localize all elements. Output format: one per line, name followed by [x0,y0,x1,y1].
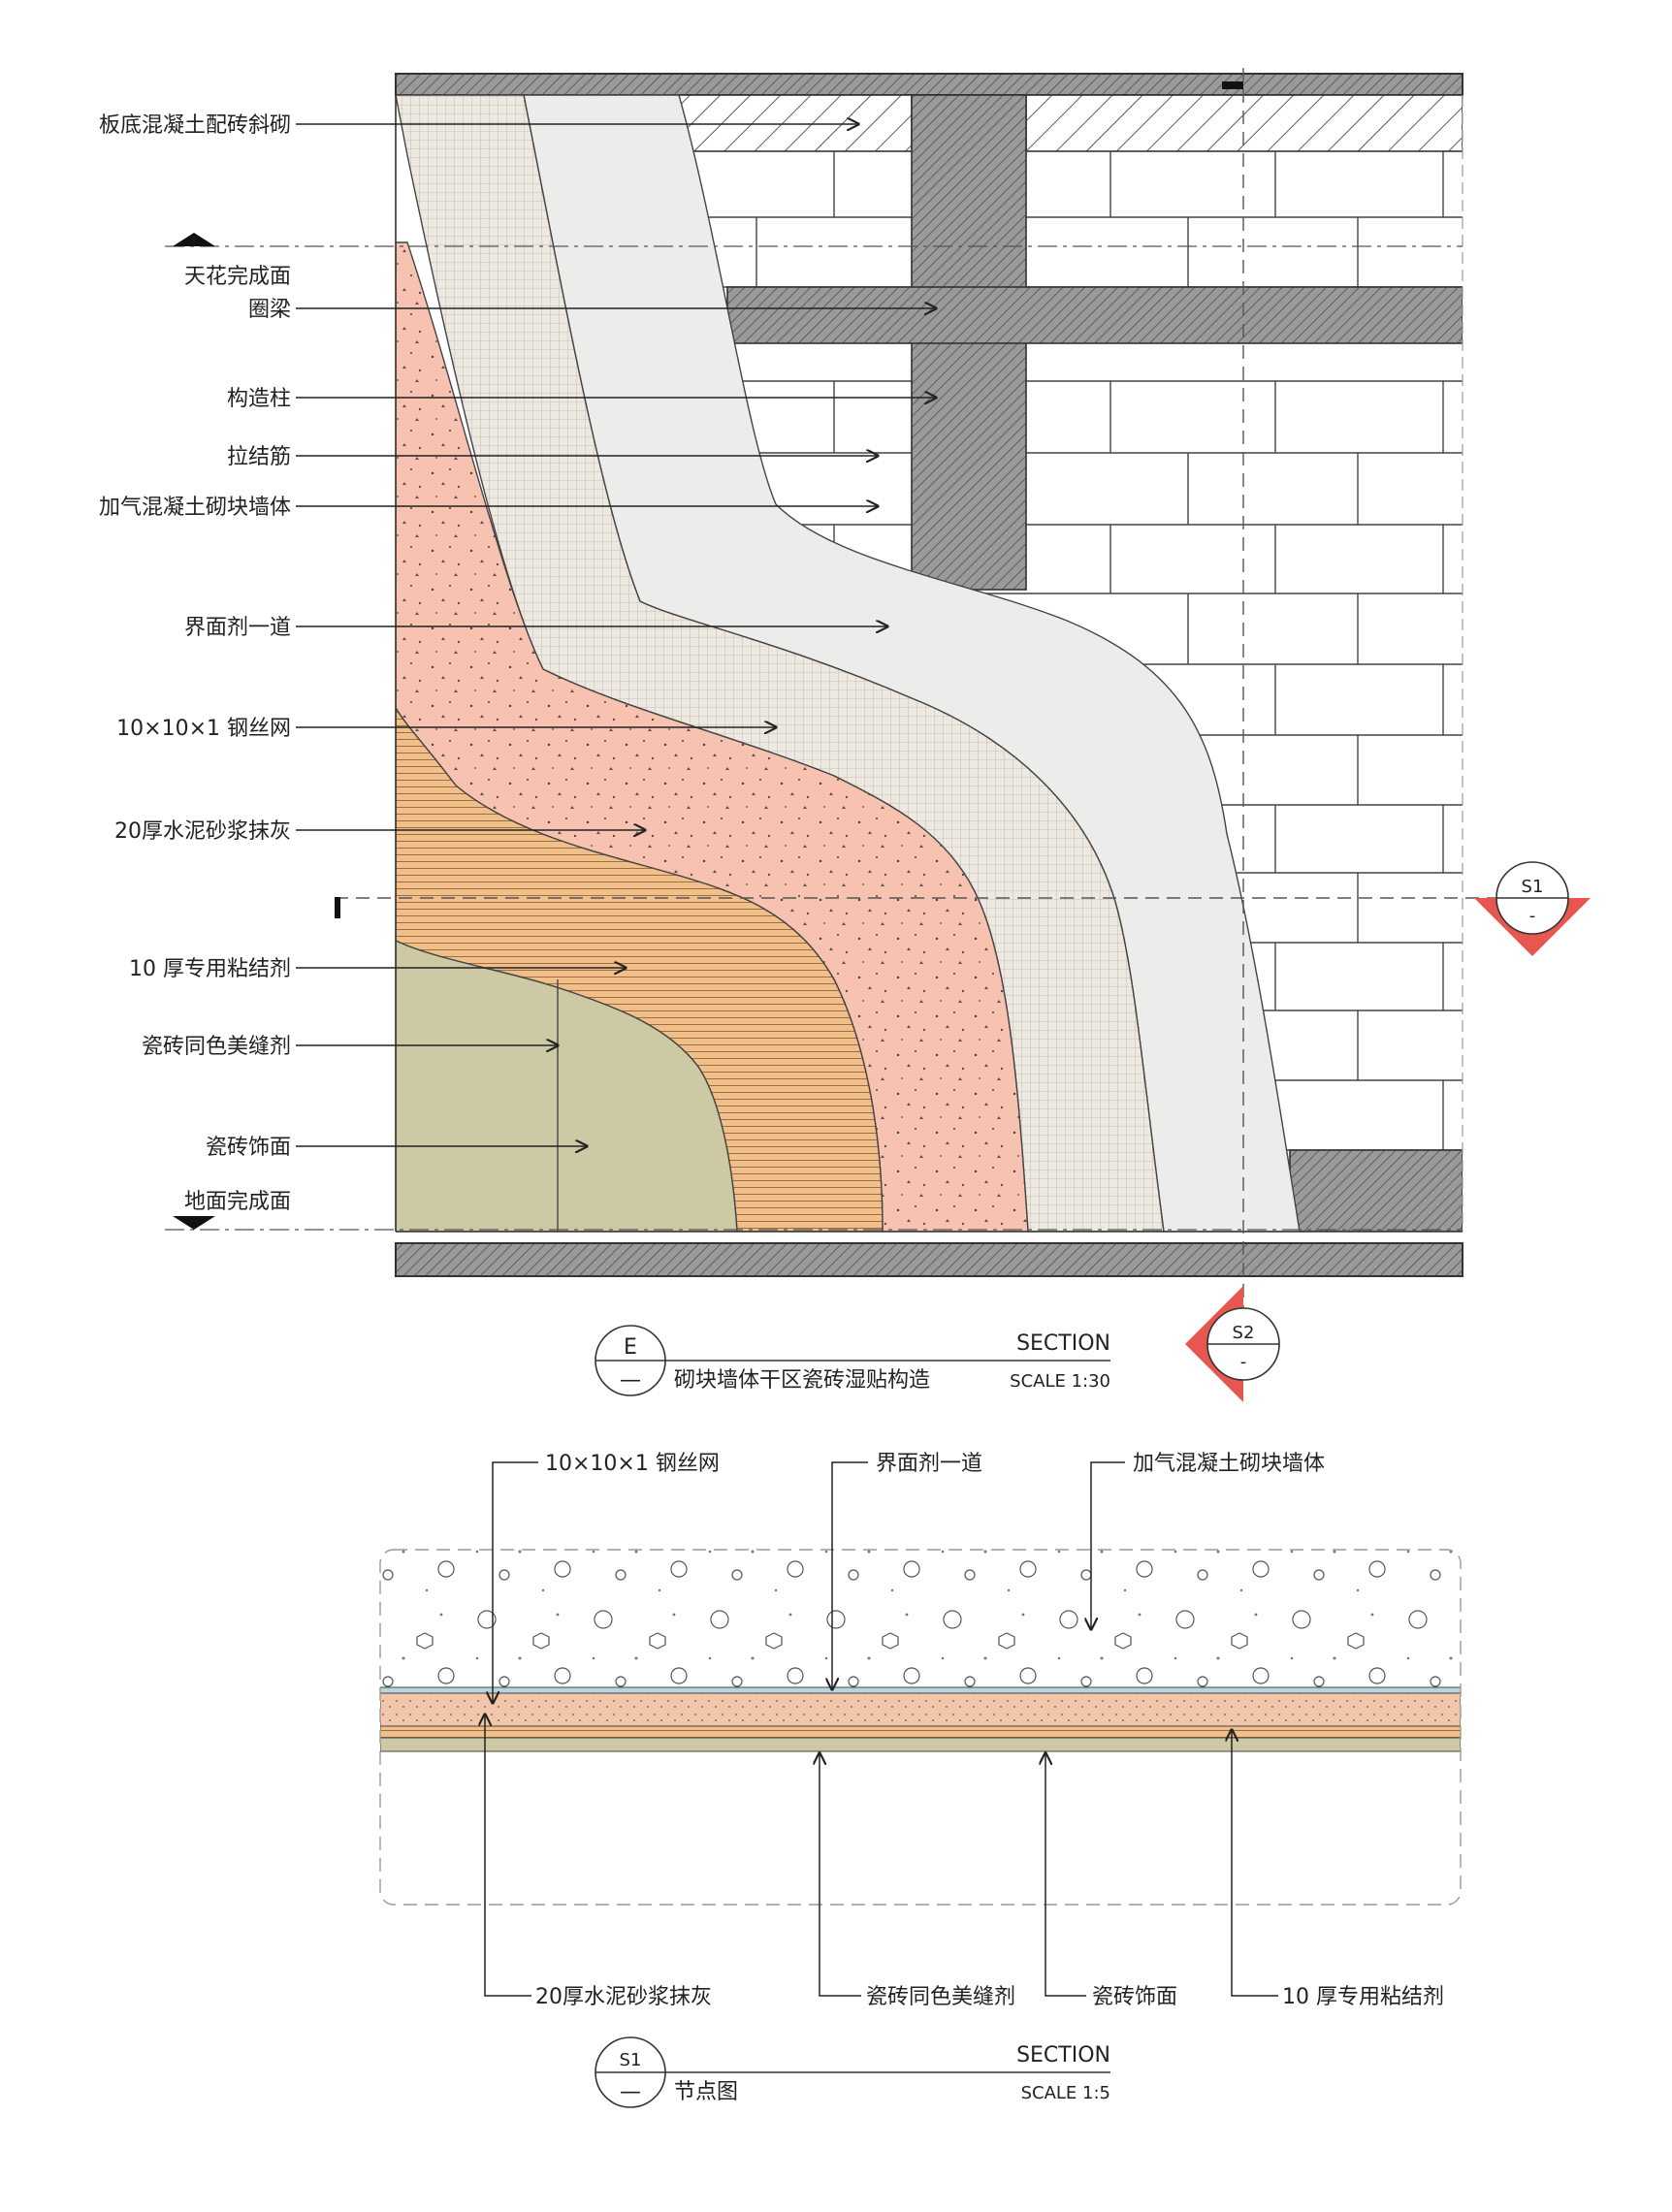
s1-marker-id: S1 [1522,877,1544,897]
title-s1-id: S1 [620,2050,642,2070]
detail-block-wall [380,1550,1461,1687]
section-cut-tick-top [1222,81,1243,89]
label-tie-bar: 拉结筋 [227,445,291,469]
title-e-name: 砌块墙体干区瓷砖湿贴构造 [674,1368,930,1393]
detail-label-steel-mesh: 10×10×1 钢丝网 [545,1452,720,1476]
label-tile: 瓷砖饰面 [206,1136,291,1160]
title-s1-section: SECTION [1016,2043,1110,2068]
detail-tile [380,1737,1461,1752]
label-column: 构造柱 [227,387,291,411]
title-s1-sub: — [620,2080,641,2104]
ceiling-level-icon [173,233,215,246]
detail-bottom-leaders [485,1715,1278,1997]
s2-marker-sub: - [1240,1352,1247,1372]
title-s1-name: 节点图 [674,2080,738,2104]
detail-label-block-wall: 加气混凝土砌块墙体 [1133,1452,1325,1476]
title-e-section: SECTION [1016,1331,1110,1356]
tile-layer [396,940,738,1232]
section-marker-s1: S1 - [1474,861,1591,956]
s2-marker-id: S2 [1233,1323,1255,1343]
diagonal-brick-right [1025,94,1463,152]
title-block-e: E — SECTION 砌块墙体干区瓷砖湿贴构造 SCALE 1:30 [595,1325,1110,1396]
base-block [1289,1149,1463,1232]
detail-mortar [380,1692,1461,1727]
s1-marker-sub: - [1529,906,1536,926]
title-s1-scale: SCALE 1:5 [1021,2083,1110,2103]
detail-label-interface: 界面剂一道 [876,1452,982,1476]
diagonal-brick-left [668,94,913,152]
ring-beam [726,286,1463,344]
title-e-id: E [624,1335,637,1360]
detail-label-adhesive: 10 厚专用粘结剂 [1282,1985,1444,2009]
label-grout: 瓷砖同色美缝剂 [142,1035,291,1059]
label-adhesive: 10 厚专用粘结剂 [129,957,291,981]
detail-bottom-labels: 20厚水泥砂浆抹灰 瓷砖同色美缝剂 瓷砖饰面 10 厚专用粘结剂 [535,1985,1444,2009]
label-ring-beam: 圈梁 [248,298,291,322]
elevation-section: 板底混凝土配砖斜砌 天花完成面 圈梁 构造柱 拉结筋 加气混凝土砌块墙体 界面剂… [99,68,1591,1402]
title-e-sub: — [620,1368,641,1393]
detail-label-tile: 瓷砖饰面 [1092,1985,1177,2009]
detail-label-grout: 瓷砖同色美缝剂 [866,1985,1015,2009]
detail-adhesive [380,1725,1461,1739]
title-block-s1: S1 — SECTION 节点图 SCALE 1:5 [595,2036,1110,2108]
detail-label-mortar: 20厚水泥砂浆抹灰 [535,1985,712,2009]
detail-top-leaders [493,1461,1125,1703]
floor-slab [395,1242,1463,1277]
label-slab-brick: 板底混凝土配砖斜砌 [99,113,291,138]
detail-interface-agent [380,1686,1461,1694]
detail-frame [379,1549,1462,1906]
label-floor-finish: 地面完成面 [184,1190,291,1214]
floor-level-icon [173,1216,215,1230]
detail-section: 10×10×1 钢丝网 界面剂一道 加气混凝土砌块墙体 20厚水泥砂浆抹灰 瓷砖… [379,1452,1462,2108]
section-cut-tick-left [335,897,340,918]
label-block-wall: 加气混凝土砌块墙体 [99,496,291,520]
label-steel-mesh: 10×10×1 钢丝网 [116,717,291,741]
label-mortar: 20厚水泥砂浆抹灰 [114,819,291,844]
elevation-leaders [296,124,936,1146]
elevation-labels: 板底混凝土配砖斜砌 天花完成面 圈梁 构造柱 拉结筋 加气混凝土砌块墙体 界面剂… [99,113,291,1214]
detail-top-labels: 10×10×1 钢丝网 界面剂一道 加气混凝土砌块墙体 [545,1452,1325,1476]
title-e-scale: SCALE 1:30 [1010,1371,1110,1392]
top-slab [395,73,1463,96]
label-ceiling-finish: 天花完成面 [184,265,291,289]
label-interface-agent: 界面剂一道 [184,616,291,640]
section-marker-s2: S2 - [1185,1286,1280,1402]
